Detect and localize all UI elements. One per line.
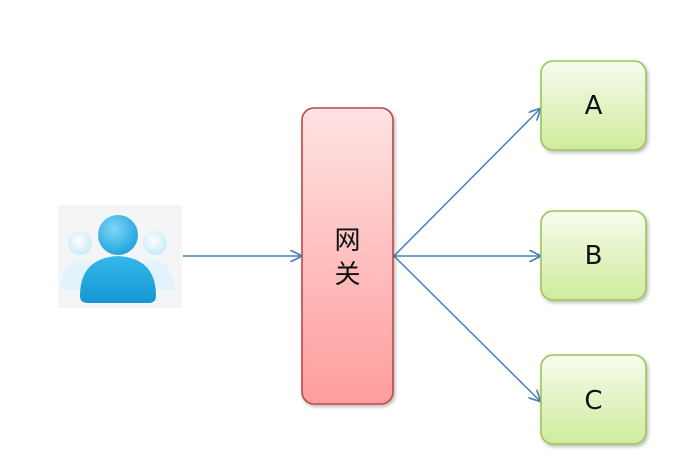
gateway-node: 网 关 [301,107,394,405]
service-node-b: B [540,210,647,301]
service-node-c: C [540,354,647,445]
service-label-c: C [584,386,602,416]
gateway-label-line2: 关 [334,260,360,290]
edge-gateway-c [393,255,540,401]
service-node-a: A [540,60,647,151]
service-label-b: B [585,241,603,271]
edge-gateway-a [393,109,540,257]
gateway-label-line1: 网 [334,226,360,256]
service-label-a: A [585,91,603,121]
users-group-icon [58,205,182,308]
